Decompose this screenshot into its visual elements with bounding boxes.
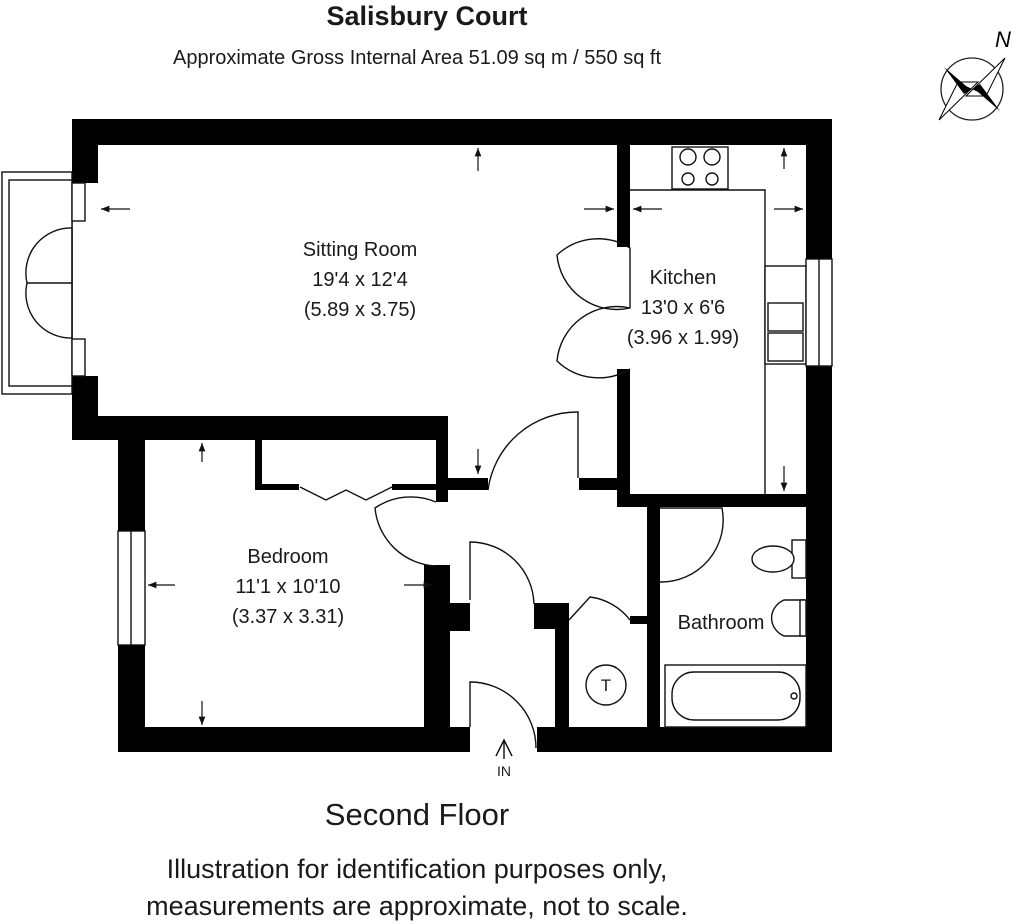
bathroom-fittings: [664, 539, 807, 728]
cupboard-label: T: [601, 676, 611, 695]
bedroom-metric: (3.37 x 3.31): [232, 606, 344, 628]
disclaimer-line-2: measurements are approximate, not to sca…: [146, 891, 688, 921]
entrance-arrow-icon: [495, 738, 513, 759]
room-sitting: Sitting Room 19'4 x 12'4 (5.89 x 3.75): [303, 239, 418, 321]
room-bedroom: Bedroom 11'1 x 10'10 (3.37 x 3.31): [232, 546, 344, 628]
sitting-room-name: Sitting Room: [303, 239, 418, 261]
cylinder-cupboard: T: [585, 664, 627, 706]
bedroom-window: [117, 530, 146, 646]
page-title: Salisbury Court: [326, 1, 528, 31]
sitting-room-imperial: 19'4 x 12'4: [312, 269, 408, 291]
sitting-room-metric: (5.89 x 3.75): [304, 299, 416, 321]
bedroom-name: Bedroom: [247, 546, 328, 568]
balcony: [1, 171, 86, 395]
entrance-label: IN: [497, 763, 511, 779]
doors: [299, 411, 724, 749]
disclaimer-line-1: Illustration for identification purposes…: [166, 854, 668, 884]
room-bathroom: Bathroom: [678, 612, 765, 634]
kitchen-imperial: 13'0 x 6'6: [641, 297, 725, 319]
kitchen-name: Kitchen: [650, 267, 717, 289]
room-kitchen: Kitchen 13'0 x 6'6 (3.96 x 1.99): [627, 267, 739, 349]
area-subtitle: Approximate Gross Internal Area 51.09 sq…: [172, 47, 662, 69]
floor-label: Second Floor: [324, 797, 510, 832]
bathroom-name: Bathroom: [678, 612, 765, 634]
dimension-arrows: [101, 148, 803, 725]
bedroom-imperial: 11'1 x 10'10: [235, 576, 340, 598]
kitchen-metric: (3.96 x 1.99): [627, 327, 739, 349]
compass-icon: N: [938, 27, 1011, 121]
compass-north-label: N: [995, 27, 1011, 52]
kitchen-fittings: [556, 146, 833, 494]
walls: [72, 119, 832, 752]
